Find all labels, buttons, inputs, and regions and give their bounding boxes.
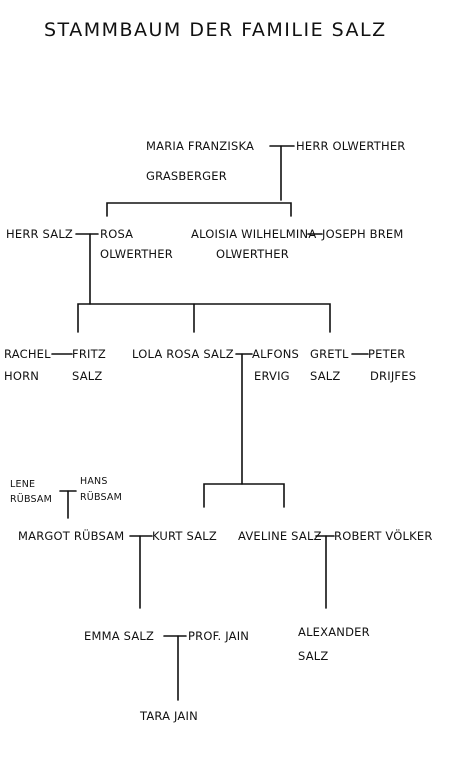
person-maria-line1: MARIA FRANZISKA [146, 139, 254, 153]
person-lola-rosa-salz: LOLA ROSA SALZ [132, 347, 234, 361]
tree-title: STAMMBAUM DER FAMILIE SALZ [44, 19, 387, 41]
person-rosa-line1: ROSA [100, 227, 133, 241]
person-lene-line2: RÜBSAM [10, 494, 52, 505]
person-alexander-line1: ALEXANDER [298, 625, 370, 639]
person-alfons-line1: ALFONS [252, 347, 299, 361]
person-tara-jain: TARA JAIN [139, 709, 198, 723]
sibling-bracket-gen3 [77, 303, 331, 333]
person-alfons-line2: ERVIG [254, 369, 290, 383]
person-olwerther: HERR OLWERTHER [296, 139, 405, 153]
person-peter-line2: DRIJFES [370, 369, 416, 383]
person-aloisia-line2: OLWERTHER [216, 247, 289, 261]
person-margot-rubsam: MARGOT RÜBSAM [18, 527, 124, 543]
person-hans-line1: HANS [80, 476, 108, 487]
person-robert-volker: ROBERT VÖLKER [334, 527, 433, 543]
sibling-bracket-gen4 [203, 483, 285, 508]
person-aloisia-line1: ALOISIA WILHELMINA [191, 227, 316, 241]
person-peter-line1: PETER [368, 347, 405, 361]
person-fritz-line1: FRITZ [72, 347, 106, 361]
person-fritz-line2: SALZ [72, 369, 102, 383]
person-maria-line2: GRASBERGER [146, 169, 227, 183]
sibling-bracket-gen2 [106, 202, 292, 217]
person-herr-salz: HERR SALZ [6, 227, 73, 241]
person-rachel-line2: HORN [4, 369, 39, 383]
person-gretl-line1: GRETL [310, 347, 349, 361]
person-prof-jain: PROF. JAIN [188, 629, 249, 643]
person-emma-salz: EMMA SALZ [84, 629, 154, 643]
person-aveline-salz: AVELINE SALZ [238, 529, 322, 543]
person-joseph-brem: JOSEPH BREM [321, 227, 404, 241]
person-alexander-line2: SALZ [298, 649, 328, 663]
person-rosa-line2: OLWERTHER [100, 247, 173, 261]
person-rachel-line1: RACHEL [4, 347, 51, 361]
person-lene-line1: LENE [10, 479, 35, 490]
person-kurt-salz: KURT SALZ [152, 529, 217, 543]
person-hans-line2: RÜBSAM [80, 492, 122, 503]
person-gretl-line2: SALZ [310, 369, 340, 383]
